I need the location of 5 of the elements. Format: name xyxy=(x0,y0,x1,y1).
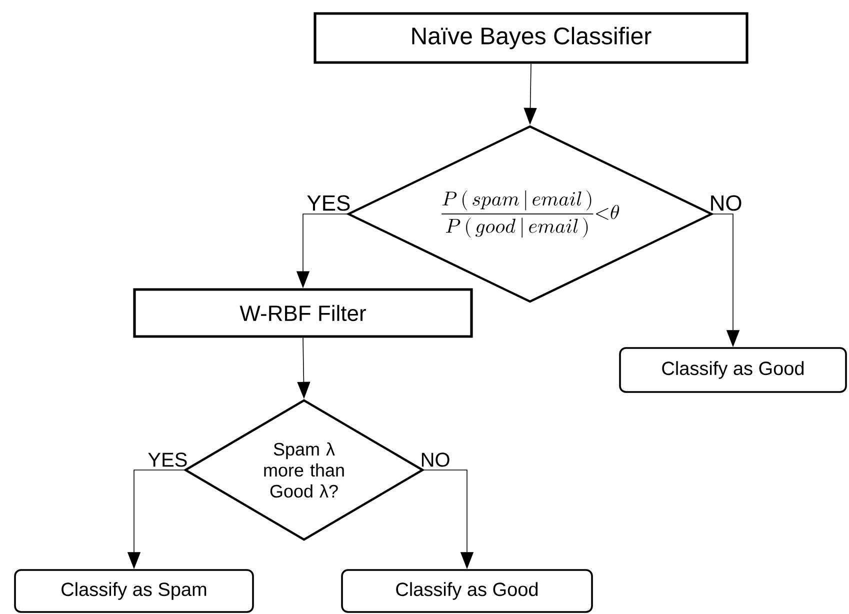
terminal-box: Classify as Good xyxy=(619,347,847,393)
terminal-box: Classify as Spam xyxy=(14,569,254,613)
terminal-box: Classify as Good xyxy=(341,569,593,613)
process-box: Naïve Bayes Classifier xyxy=(314,12,748,64)
process-box: W-RBF Filter xyxy=(133,288,473,338)
